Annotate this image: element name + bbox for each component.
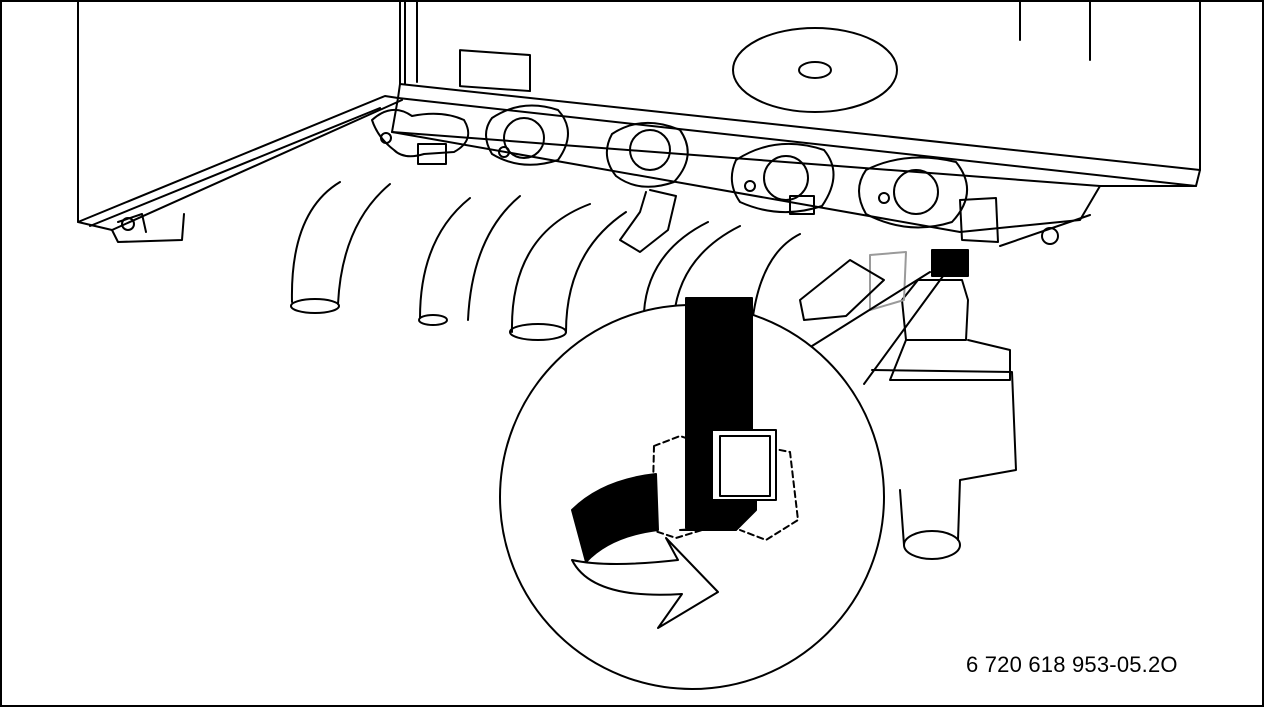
figure-reference-code: 6 720 618 953-05.2O [966, 652, 1178, 677]
valve-4 [730, 142, 835, 215]
valve-1 [371, 109, 470, 165]
valve-3 [605, 121, 689, 253]
boiler-casing [77, 1, 1201, 231]
display-panel-icon [732, 27, 898, 113]
zoom-callout-lines [811, 271, 947, 385]
mounting-rail [111, 97, 1197, 247]
zoom-circle [499, 297, 885, 690]
valve-5 [858, 156, 999, 243]
siphon-assembly [799, 249, 1017, 560]
pipes [290, 181, 801, 341]
valve-2 [485, 104, 569, 166]
